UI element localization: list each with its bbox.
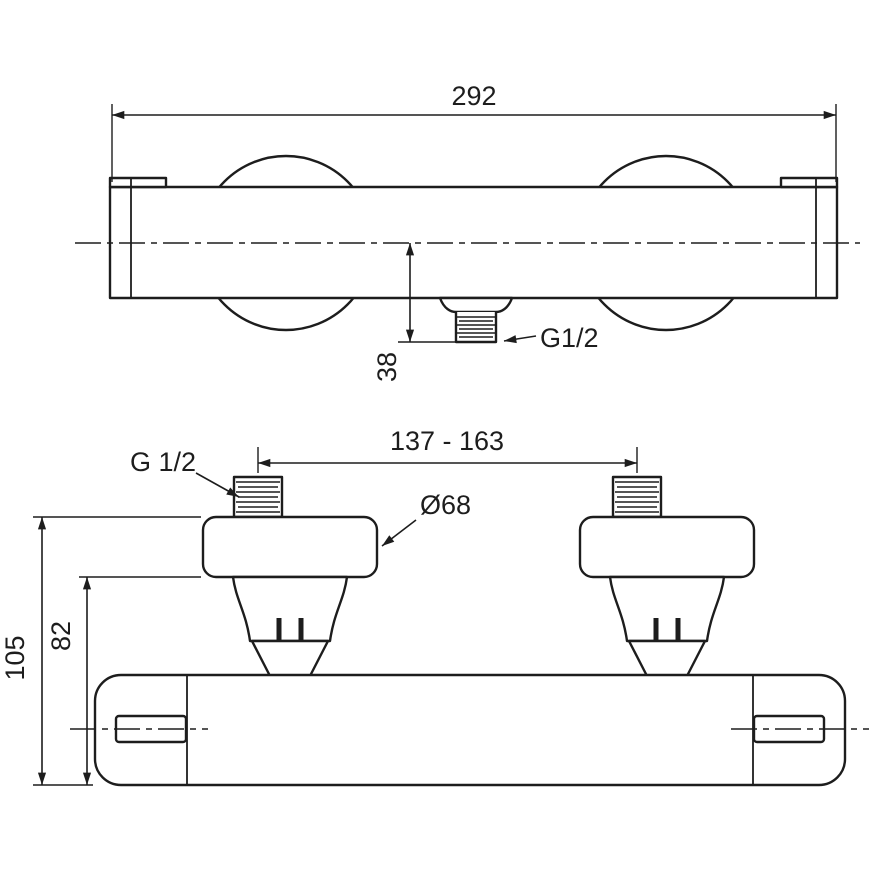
- escutcheon-diameter-label: Ø68: [420, 490, 471, 520]
- inlet-thread-label: G 1/2: [130, 447, 196, 477]
- end-cap-tab-left: [108, 176, 168, 189]
- escutcheon-left: [201, 515, 379, 579]
- end-cap-tab-right: [779, 176, 839, 189]
- escutcheon-right: [578, 515, 756, 579]
- leader-escutcheon-diameter: [381, 519, 417, 547]
- dim-137-163-label: 137 - 163: [390, 426, 504, 456]
- inlet-right-thread-hatching: [615, 481, 659, 513]
- mixer-body-top: [93, 673, 847, 787]
- outlet-threaded-stub: [454, 312, 498, 344]
- union-cone-left: [250, 639, 330, 678]
- leader-inlet-thread: [195, 472, 240, 498]
- dim-292-label: 292: [451, 81, 496, 111]
- outlet-boss: [438, 296, 514, 314]
- union-nut-right: [608, 575, 726, 643]
- inlet-left-thread-hatching: [236, 481, 280, 513]
- dim-38-label: 38: [372, 352, 402, 382]
- leader-outlet-thread: [503, 335, 537, 344]
- union-cone-right: [627, 639, 707, 678]
- union-nut-left: [231, 575, 349, 643]
- top-view: 137 - 163 G 1/2 Ø68 105 82: [0, 426, 869, 787]
- front-view: 292 38 G1/2: [75, 81, 860, 382]
- outlet-thread-hatching: [457, 316, 495, 338]
- dim-105-label: 105: [0, 635, 30, 680]
- dim-82-label: 82: [46, 621, 76, 651]
- outlet-thread-label: G1/2: [540, 323, 599, 353]
